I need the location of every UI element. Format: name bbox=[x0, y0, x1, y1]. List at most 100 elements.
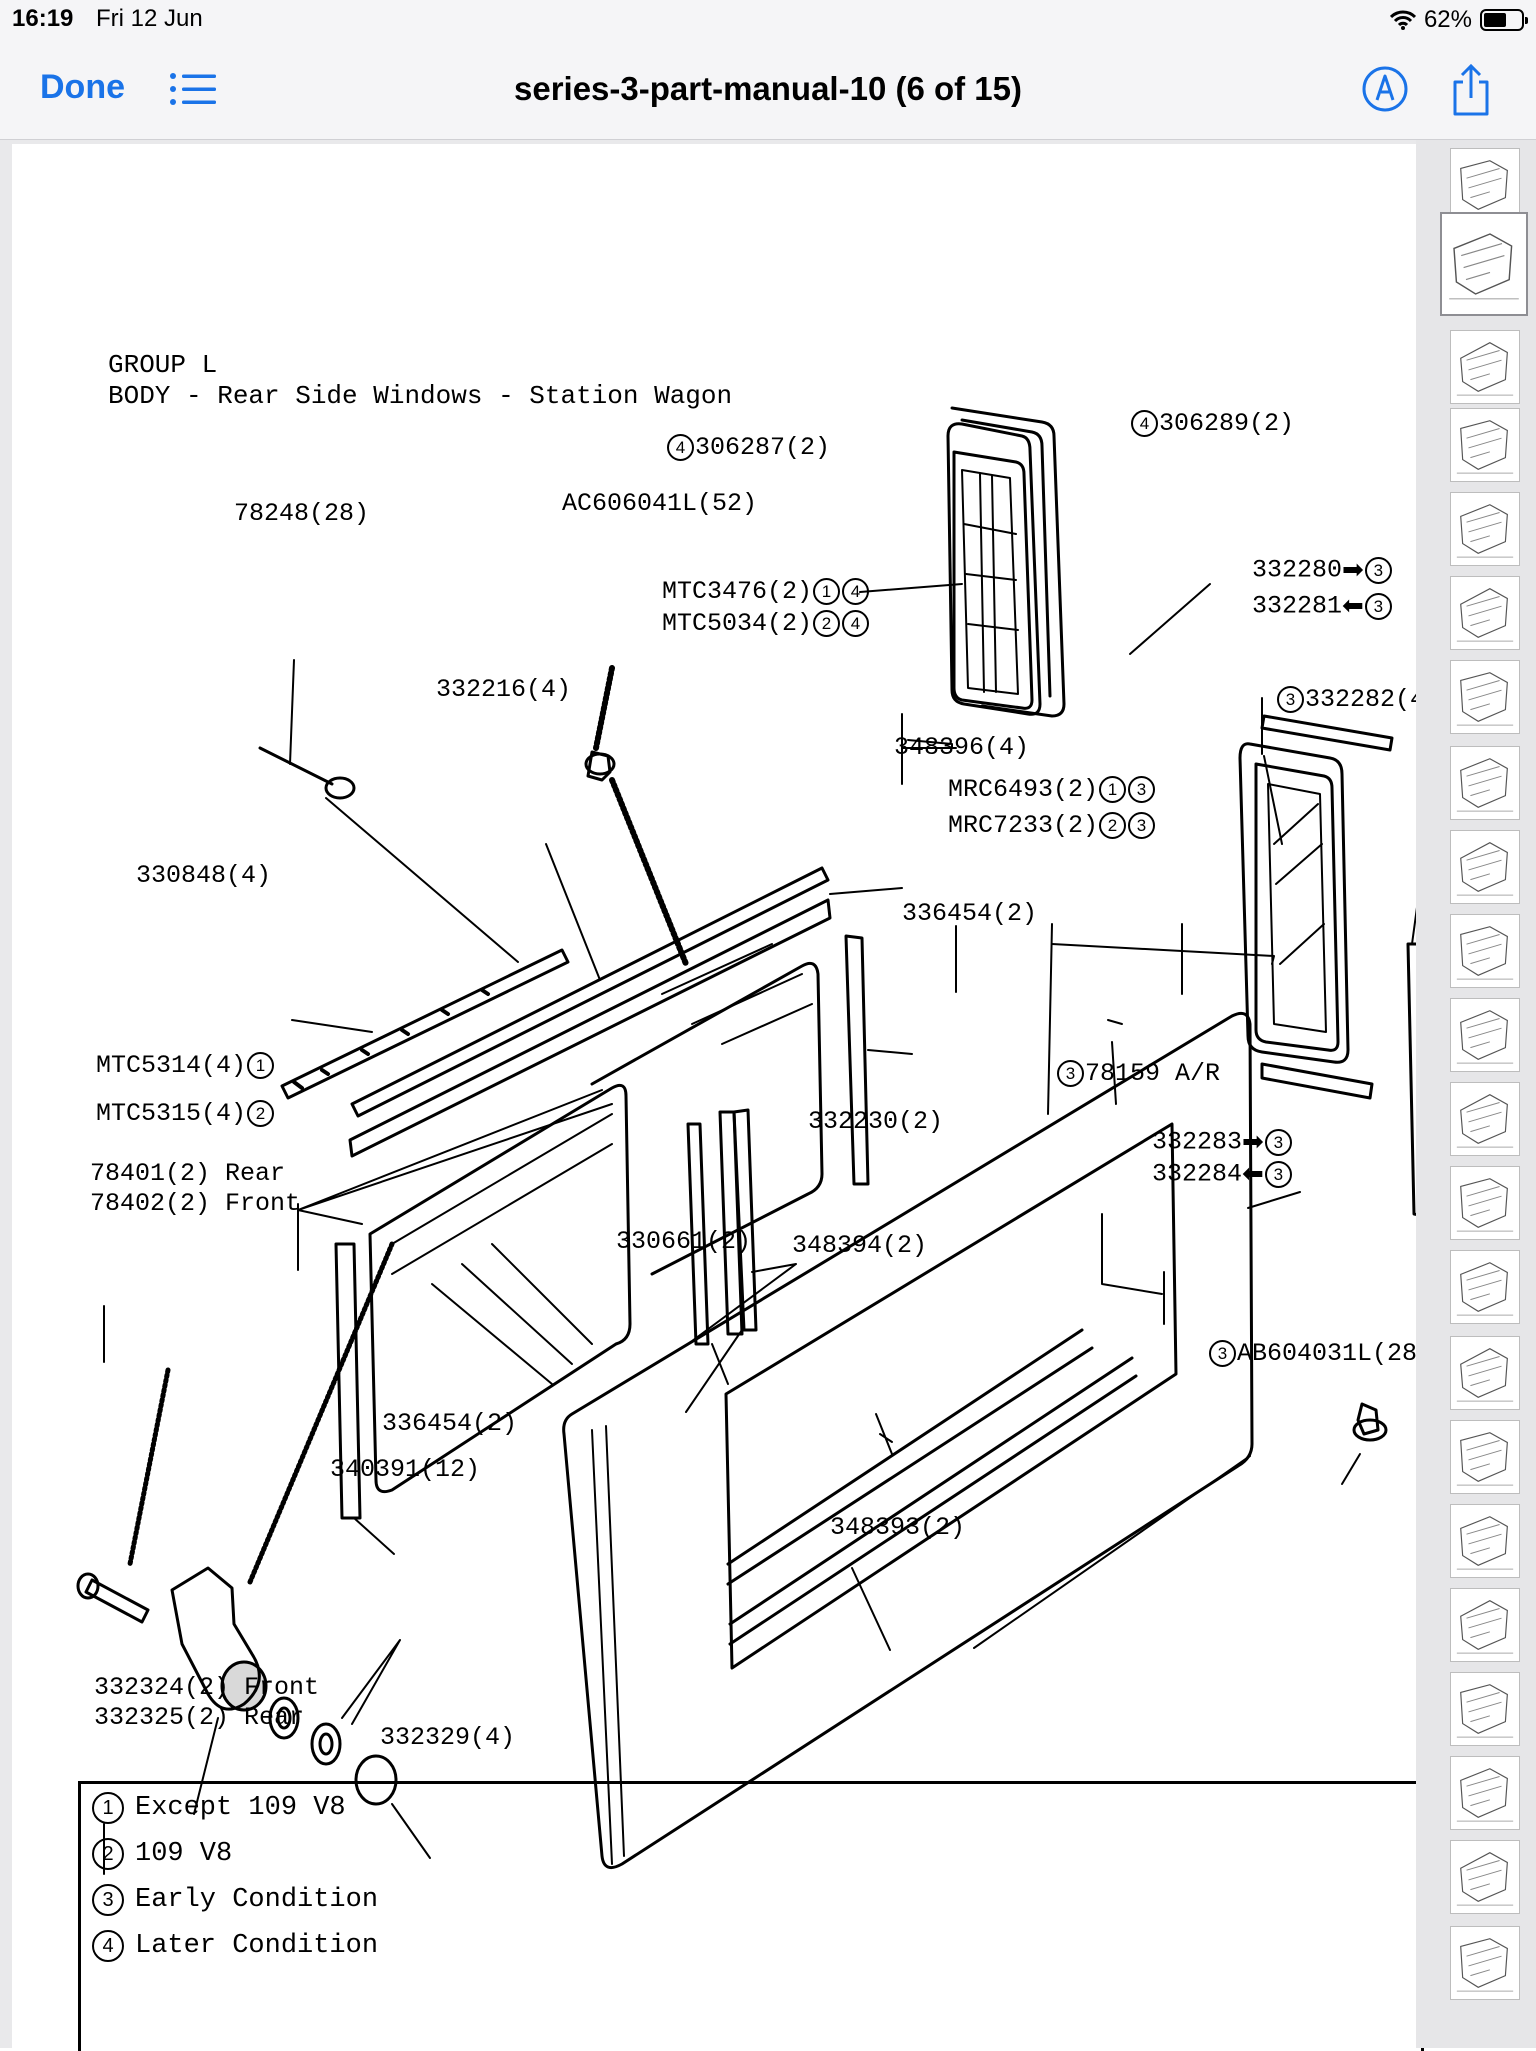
body-side-panel bbox=[562, 1011, 1254, 1870]
label-332230: 332230(2) bbox=[808, 1107, 944, 1136]
page-thumbnail[interactable] bbox=[1450, 1336, 1520, 1410]
thumbnail-preview bbox=[1456, 1178, 1514, 1232]
status-right: 62% bbox=[1389, 5, 1528, 35]
note-3-circle: 3 bbox=[1264, 1128, 1292, 1156]
label-332216: 332216(4) bbox=[436, 675, 572, 704]
thumbnail-preview bbox=[1456, 1768, 1514, 1822]
note-3-circle: 3 bbox=[1364, 556, 1392, 584]
thumbnail-preview bbox=[1456, 1684, 1514, 1738]
label-78401: 78401(2) Rear bbox=[90, 1159, 286, 1188]
status-date: Fri 12 Jun bbox=[96, 5, 203, 32]
arrow-right-icon: ➡ bbox=[1342, 555, 1364, 585]
legend-text: 109 V8 bbox=[135, 1839, 233, 1869]
label-332281: 332281⬅3 bbox=[1252, 592, 1393, 621]
document-page: GROUP L BODY - Rear Side Windows - Stati… bbox=[12, 144, 1440, 2051]
note-4-circle: 4 bbox=[667, 434, 694, 461]
page-thumbnail-rail[interactable] bbox=[1416, 140, 1536, 2048]
status-time: 16:19 bbox=[12, 5, 74, 32]
legend-item: 1 Except 109 V8 bbox=[91, 1792, 346, 1824]
thumbnail-preview bbox=[1456, 342, 1514, 396]
page-thumbnail[interactable] bbox=[1450, 1166, 1520, 1240]
legend-item: 4 Later Condition bbox=[91, 1930, 378, 1962]
glazing-channels bbox=[686, 1108, 758, 1346]
page-thumbnail[interactable] bbox=[1450, 1504, 1520, 1578]
page-thumbnail[interactable] bbox=[1450, 914, 1520, 988]
battery-percent: 62% bbox=[1423, 6, 1472, 33]
thumbnail-preview bbox=[1456, 1938, 1514, 1992]
page-thumbnail[interactable] bbox=[1450, 1420, 1520, 1494]
label-mtc5315: MTC5315(4)2 bbox=[96, 1100, 275, 1128]
legend-number: 1 bbox=[92, 1792, 124, 1824]
nav-bar: Done series-3-part-manual-10 (6 of 15) bbox=[0, 40, 1536, 140]
note-3-circle: 3 bbox=[1057, 1060, 1084, 1087]
thumbnail-preview bbox=[1456, 1432, 1514, 1486]
legend-text: Later Condition bbox=[135, 1931, 379, 1961]
page-thumbnail[interactable] bbox=[1450, 746, 1520, 820]
legend-text: Except 109 V8 bbox=[135, 1793, 346, 1823]
label-340391: 340391(12) bbox=[330, 1455, 481, 1484]
label-336454-upper: 336454(2) bbox=[902, 899, 1038, 928]
document-title: series-3-part-manual-10 (6 of 15) bbox=[513, 70, 1022, 107]
page-thumbnail[interactable] bbox=[1450, 576, 1520, 650]
legend-text: Early Condition bbox=[135, 1885, 379, 1915]
window-catch bbox=[170, 1566, 398, 1806]
note-4-circle: 4 bbox=[842, 610, 870, 637]
label-348393: 348393(2) bbox=[830, 1513, 966, 1542]
note-1-circle: 1 bbox=[247, 1052, 275, 1079]
document-viewport[interactable]: GROUP L BODY - Rear Side Windows - Stati… bbox=[0, 140, 1440, 2051]
note-4-circle: 4 bbox=[1131, 410, 1158, 437]
label-332324: 332324(2) Front bbox=[94, 1673, 320, 1702]
note-3-circle: 3 bbox=[1128, 812, 1156, 839]
thumbnail-preview bbox=[1449, 233, 1519, 300]
page-thumbnail[interactable] bbox=[1450, 998, 1520, 1072]
thumbnail-preview bbox=[1456, 1600, 1514, 1654]
page-thumbnail[interactable] bbox=[1440, 212, 1528, 316]
note-2-circle: 2 bbox=[1099, 812, 1127, 839]
thumbnail-preview bbox=[1456, 1010, 1514, 1064]
page-thumbnail[interactable] bbox=[1450, 1250, 1520, 1324]
label-78402: 78402(2) Front bbox=[90, 1189, 301, 1218]
legend-number: 4 bbox=[92, 1930, 124, 1962]
page-thumbnail[interactable] bbox=[1450, 1588, 1520, 1662]
note-2-circle: 2 bbox=[247, 1100, 275, 1127]
thumbnail-preview bbox=[1456, 926, 1514, 980]
page-thumbnail[interactable] bbox=[1450, 148, 1520, 222]
note-1-circle: 1 bbox=[1099, 776, 1127, 803]
note-3-circle: 3 bbox=[1128, 776, 1156, 803]
page-thumbnail[interactable] bbox=[1450, 492, 1520, 566]
page-thumbnail[interactable] bbox=[1450, 1756, 1520, 1830]
page-thumbnail[interactable] bbox=[1450, 660, 1520, 734]
markup-pen-icon[interactable] bbox=[1360, 64, 1410, 114]
page-thumbnail[interactable] bbox=[1450, 1926, 1520, 2000]
note-3-circle: 3 bbox=[1264, 1160, 1292, 1188]
arrow-left-icon: ⬅ bbox=[1242, 1159, 1264, 1189]
body-title: BODY - Rear Side Windows - Station Wagon bbox=[108, 381, 733, 411]
done-button[interactable]: Done bbox=[40, 68, 125, 106]
label-330848: 330848(4) bbox=[136, 861, 272, 890]
page-thumbnail[interactable] bbox=[1450, 1082, 1520, 1156]
fasteners bbox=[76, 746, 1388, 1624]
status-bar: 16:19 Fri 12 Jun 62% bbox=[0, 0, 1536, 40]
page-thumbnail[interactable] bbox=[1450, 1672, 1520, 1746]
thumbnail-preview bbox=[1456, 1094, 1514, 1148]
thumbnail-preview bbox=[1456, 588, 1514, 642]
page-thumbnail[interactable] bbox=[1450, 330, 1520, 404]
page-thumbnail[interactable] bbox=[1450, 408, 1520, 482]
page-thumbnail[interactable] bbox=[1450, 830, 1520, 904]
page-thumbnail[interactable] bbox=[1450, 1840, 1520, 1914]
thumbnail-preview bbox=[1456, 420, 1514, 474]
label-348396: 348396(4) bbox=[894, 733, 1030, 762]
battery-icon bbox=[1480, 9, 1528, 31]
list-icon[interactable] bbox=[168, 70, 218, 110]
section-heading: GROUP L BODY - Rear Side Windows - Stati… bbox=[108, 350, 732, 412]
share-icon[interactable] bbox=[1446, 62, 1496, 118]
note-3-circle: 3 bbox=[1209, 1340, 1236, 1367]
thumbnail-preview bbox=[1456, 758, 1514, 812]
